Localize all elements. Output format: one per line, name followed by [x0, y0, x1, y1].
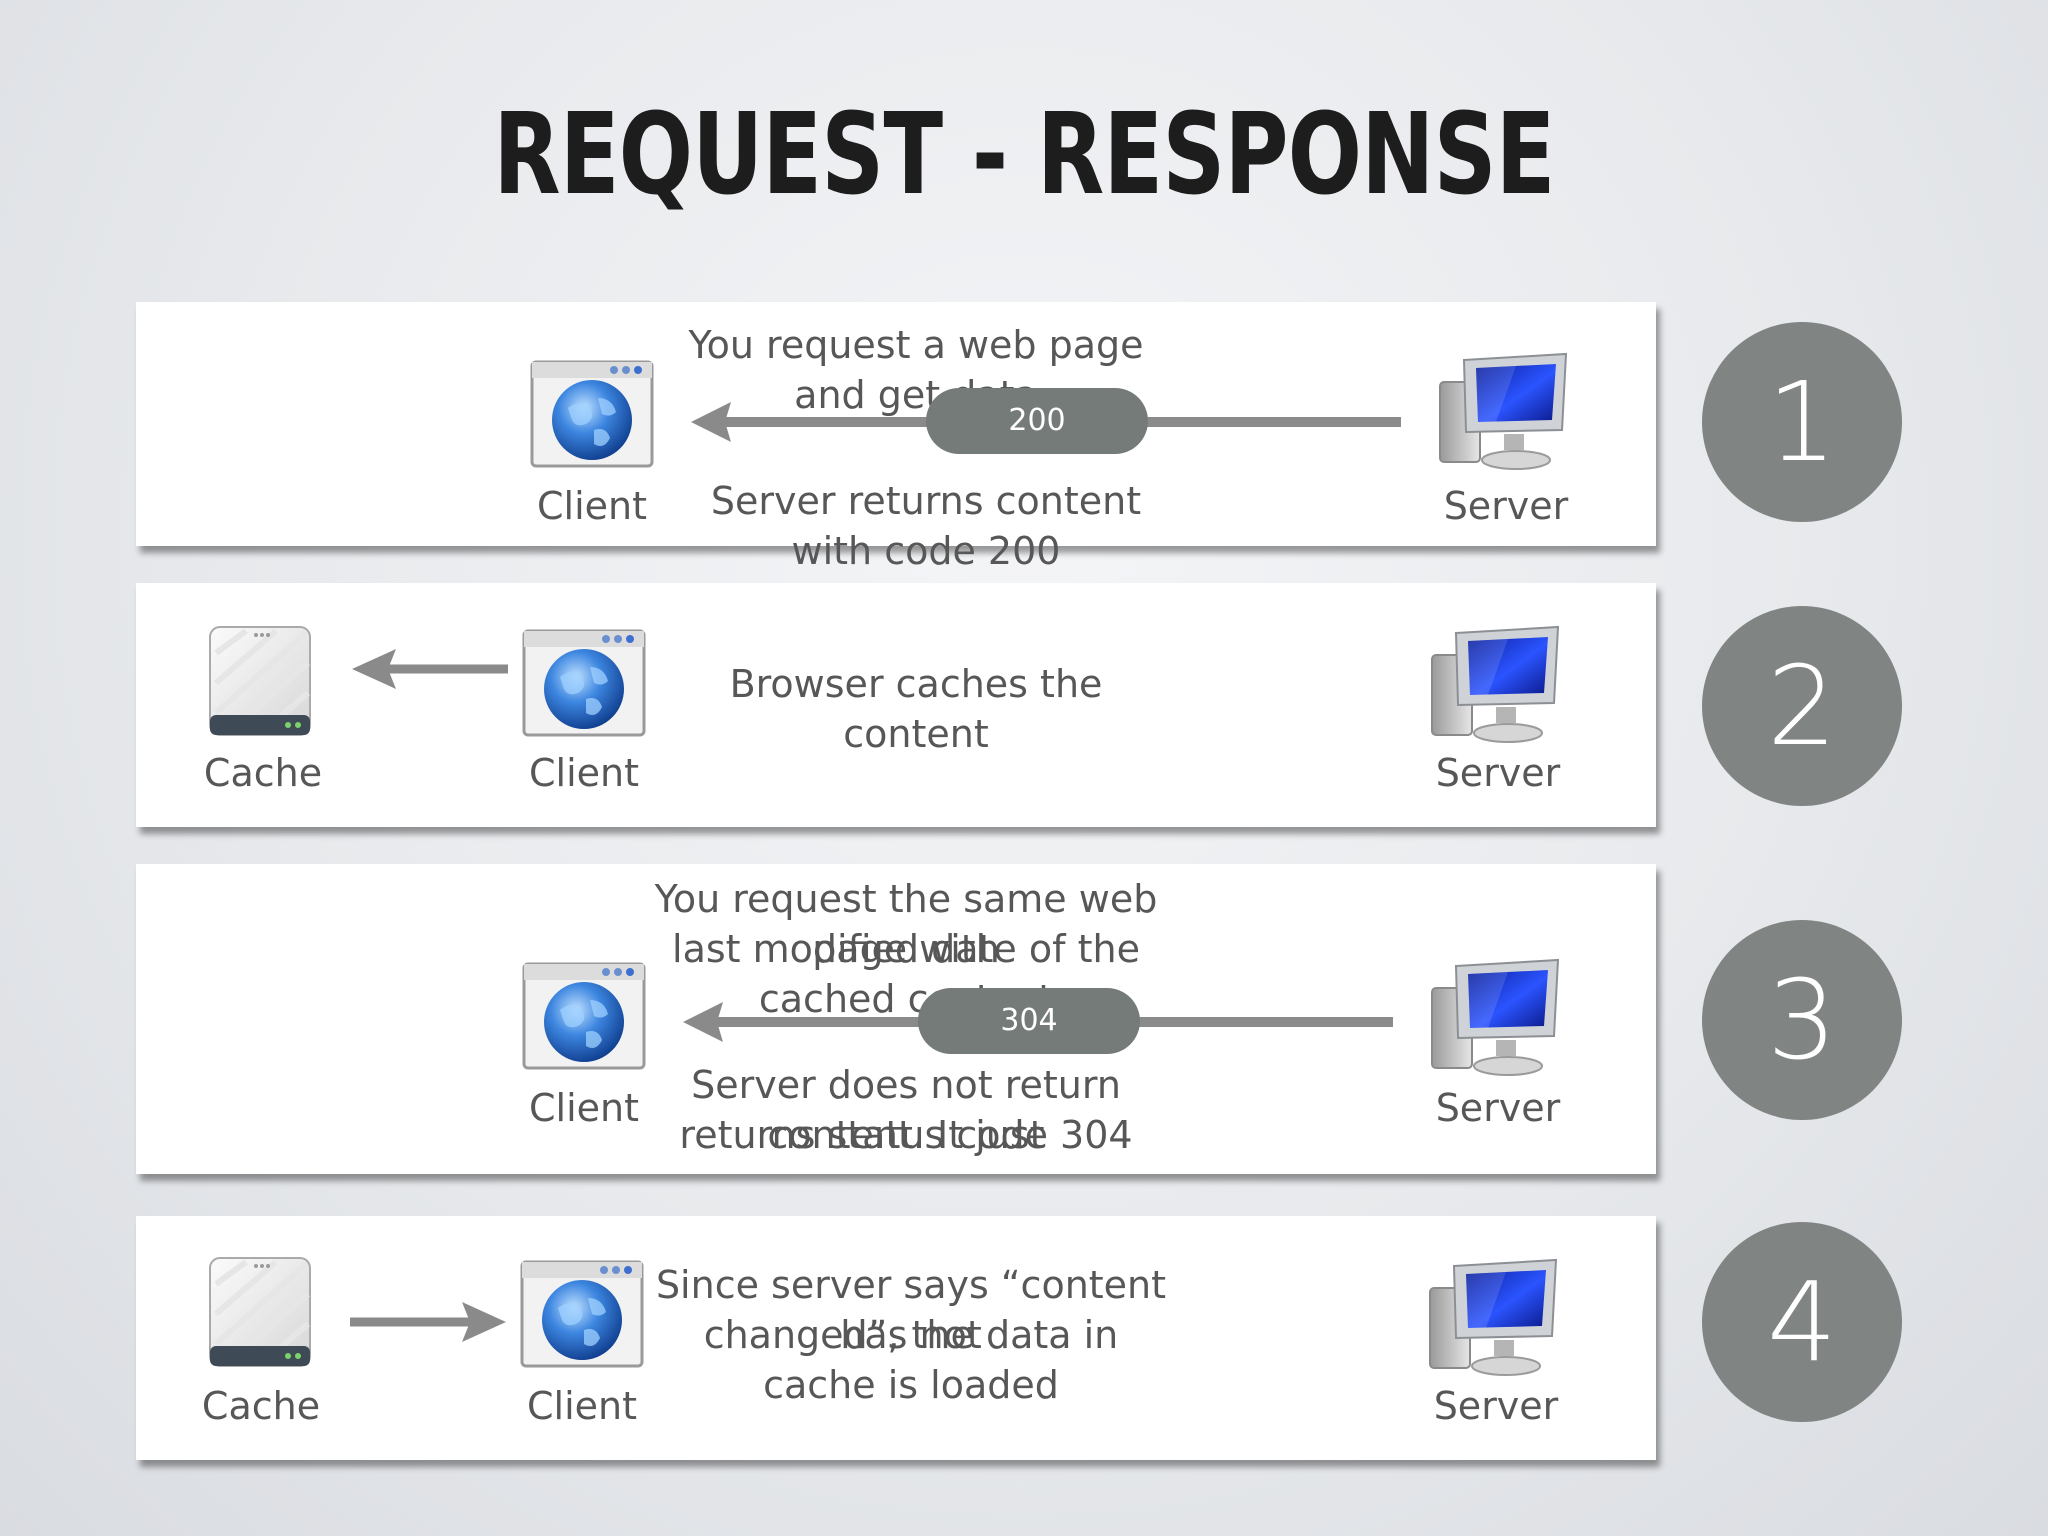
step-2-cache-arrow [352, 649, 508, 689]
step-1-server-icon [1439, 352, 1568, 470]
page-title: REQUEST - RESPONSE [493, 90, 1555, 220]
step-4-load-arrow [350, 1302, 506, 1342]
step-2-message: Browser caches the content [729, 662, 1103, 756]
step-4-server-icon [1429, 1258, 1558, 1376]
step-4-message-line2: changed”, the data in cache is loaded [703, 1313, 1119, 1407]
step-3-server-icon [1431, 958, 1560, 1076]
step-1-client-icon [530, 360, 654, 468]
step-4-message-line1: Since server says “content has not [655, 1263, 1167, 1357]
step-3-client-label: Client [528, 1086, 639, 1130]
step-1-status-pill: 200 [926, 388, 1148, 454]
step-3-client-icon [522, 962, 646, 1070]
step-2-cache-label: Cache [203, 751, 323, 795]
step-2-server-icon [1431, 625, 1560, 743]
step-4-client-icon [520, 1260, 644, 1368]
step-1-client-label: Client [536, 484, 647, 528]
step-1-panel: You request a web page and get data Clie… [136, 302, 1656, 573]
step-1-number-badge: 1 [1702, 322, 1902, 522]
step-3-message-top-line2: last modified date of the cached content [672, 927, 1140, 1021]
step-4-server-label: Server [1433, 1384, 1559, 1428]
step-2-server-label: Server [1435, 751, 1561, 795]
step-4-cache-label: Cache [201, 1384, 321, 1428]
step-3-message-bottom-line1: Server does not return content. It just [691, 1063, 1121, 1157]
step-3-status-pill: 304 [918, 988, 1140, 1054]
step-2-client-icon [522, 629, 646, 737]
step-3-number-badge: 3 [1702, 920, 1902, 1120]
step-2-number-badge: 2 [1702, 606, 1902, 806]
step-2-cache-icon [209, 626, 311, 736]
step-3-panel: You request the same web page with last … [136, 864, 1656, 1174]
step-3-server-label: Server [1435, 1086, 1561, 1130]
step-3-message-bottom-line2: returns status code 304 [679, 1113, 1133, 1157]
step-4-client-label: Client [526, 1384, 637, 1428]
step-4-cache-icon [209, 1257, 311, 1367]
step-3-message-top-line1: You request the same web page with [654, 877, 1158, 971]
step-4-panel: Cache Client Since server says “content … [136, 1216, 1656, 1460]
step-4-number-badge: 4 [1702, 1222, 1902, 1422]
step-2-panel: Cache Client Browser caches the content … [136, 583, 1656, 827]
step-1-server-label: Server [1443, 484, 1569, 528]
step-2-client-label: Client [528, 751, 639, 795]
step-1-message-bottom: Server returns content with code 200 [710, 479, 1142, 573]
